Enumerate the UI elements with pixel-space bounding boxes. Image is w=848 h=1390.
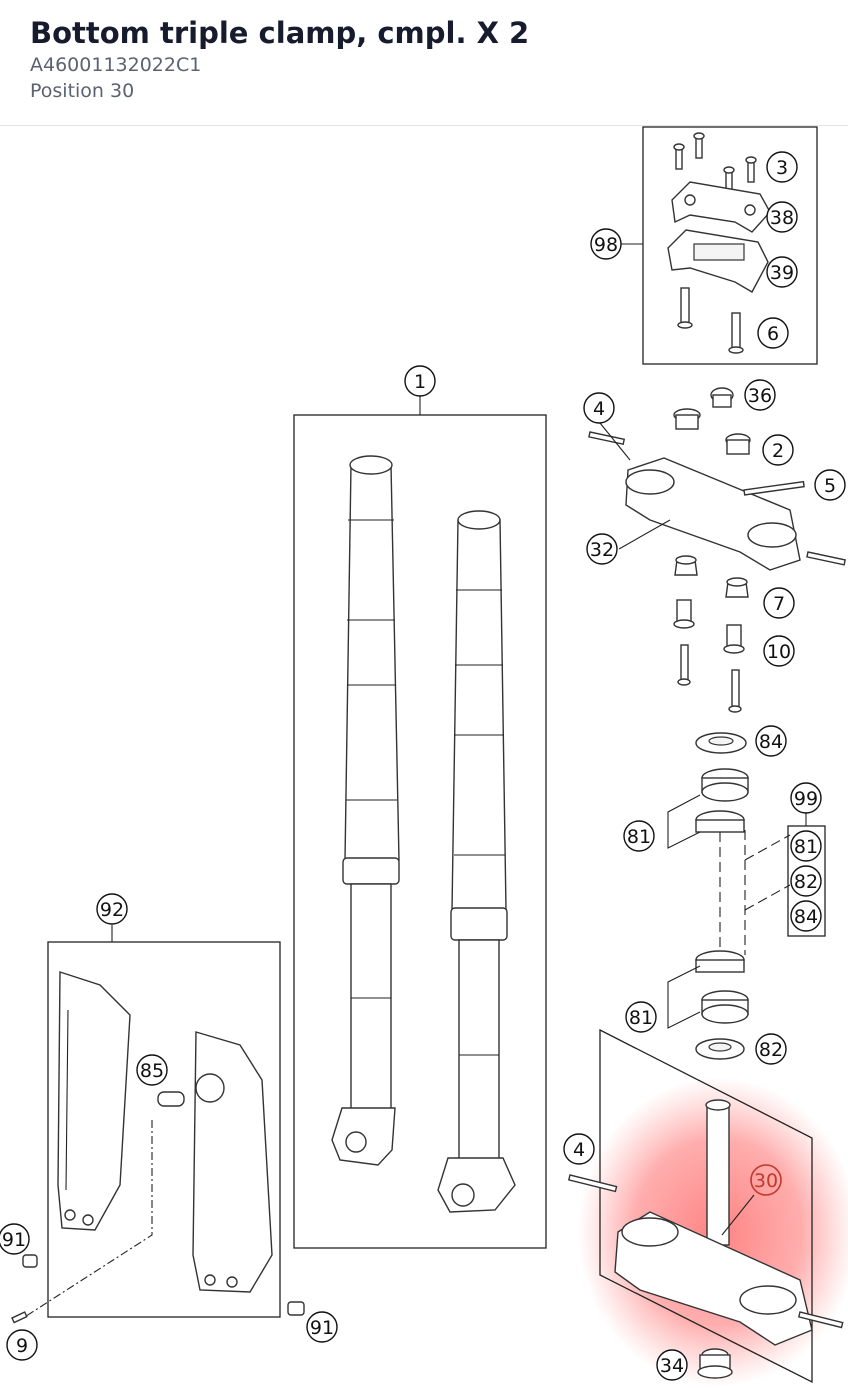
svg-text:99: 99 <box>794 788 818 810</box>
callout-82-kit[interactable]: 82 <box>790 865 822 897</box>
callout-38[interactable]: 38 <box>766 201 798 233</box>
svg-text:32: 32 <box>590 539 614 561</box>
svg-text:81: 81 <box>794 836 818 858</box>
callout-1[interactable]: 1 <box>404 365 436 397</box>
svg-text:84: 84 <box>759 731 783 753</box>
svg-text:1: 1 <box>414 371 426 393</box>
callout-91-left[interactable]: 91 <box>0 1223 30 1255</box>
svg-text:84: 84 <box>794 906 818 928</box>
callout-81-lower[interactable]: 81 <box>625 1001 657 1033</box>
callout-98[interactable]: 98 <box>590 228 622 260</box>
callout-36[interactable]: 36 <box>744 379 776 411</box>
svg-text:9: 9 <box>16 1335 28 1357</box>
svg-text:3: 3 <box>776 157 788 179</box>
svg-text:81: 81 <box>629 1007 653 1029</box>
callout-84-top[interactable]: 84 <box>755 725 787 757</box>
page-title: Bottom triple clamp, cmpl. X 2 <box>30 16 530 50</box>
svg-text:7: 7 <box>773 593 785 615</box>
svg-text:4: 4 <box>573 1139 585 1161</box>
callout-5[interactable]: 5 <box>814 469 846 501</box>
svg-text:34: 34 <box>660 1355 684 1377</box>
position-label: Position 30 <box>30 80 135 102</box>
callout-81-kit[interactable]: 81 <box>790 830 822 862</box>
svg-text:91: 91 <box>310 1317 334 1339</box>
svg-text:39: 39 <box>770 262 794 284</box>
svg-text:91: 91 <box>2 1229 26 1251</box>
callout-7[interactable]: 7 <box>763 587 795 619</box>
callout-85[interactable]: 85 <box>136 1054 168 1086</box>
fork-guard-kit-92 <box>11 925 305 1324</box>
steering-bearings <box>667 732 826 1060</box>
svg-text:5: 5 <box>824 475 836 497</box>
callout-9[interactable]: 9 <box>6 1329 38 1361</box>
svg-text:4: 4 <box>593 398 605 420</box>
callout-32[interactable]: 32 <box>586 533 618 565</box>
callout-92[interactable]: 92 <box>96 893 128 925</box>
svg-text:98: 98 <box>594 234 618 256</box>
exploded-parts-diagram: 3 38 98 39 6 1 4 36 2 5 32 7 10 84 99 81… <box>0 126 848 1387</box>
callout-84-kit[interactable]: 84 <box>790 900 822 932</box>
callout-3[interactable]: 3 <box>766 151 798 183</box>
svg-text:81: 81 <box>627 826 651 848</box>
svg-text:2: 2 <box>772 440 784 462</box>
callout-4-top[interactable]: 4 <box>583 392 615 424</box>
fork-assembly-1 <box>293 396 547 1249</box>
callouts: 3 38 98 39 6 1 4 36 2 5 32 7 10 84 99 81… <box>0 151 846 1381</box>
header: Bottom triple clamp, cmpl. X 2 A46001132… <box>0 0 848 126</box>
callout-39[interactable]: 39 <box>766 256 798 288</box>
callout-82-lower[interactable]: 82 <box>755 1033 787 1065</box>
callout-81-upper[interactable]: 81 <box>623 820 655 852</box>
callout-30[interactable]: 30 <box>750 1164 782 1196</box>
callout-6[interactable]: 6 <box>757 317 789 349</box>
svg-text:82: 82 <box>759 1039 783 1061</box>
svg-text:82: 82 <box>794 871 818 893</box>
upper-triple-clamp-32 <box>588 387 846 713</box>
kit-98-frame <box>621 126 818 365</box>
svg-text:36: 36 <box>748 385 772 407</box>
callout-99[interactable]: 99 <box>790 782 822 814</box>
callout-34[interactable]: 34 <box>656 1349 688 1381</box>
bottom-triple-clamp-30 <box>567 1028 844 1384</box>
svg-text:38: 38 <box>770 207 794 229</box>
svg-text:30: 30 <box>754 1170 778 1192</box>
svg-text:10: 10 <box>767 641 791 663</box>
callout-91-right[interactable]: 91 <box>306 1311 338 1343</box>
svg-text:6: 6 <box>767 323 779 345</box>
svg-text:85: 85 <box>140 1060 164 1082</box>
callout-4-bottom[interactable]: 4 <box>563 1133 595 1165</box>
callout-2[interactable]: 2 <box>762 434 794 466</box>
part-number: A46001132022C1 <box>30 54 202 76</box>
callout-10[interactable]: 10 <box>763 635 795 667</box>
svg-text:92: 92 <box>100 899 124 921</box>
